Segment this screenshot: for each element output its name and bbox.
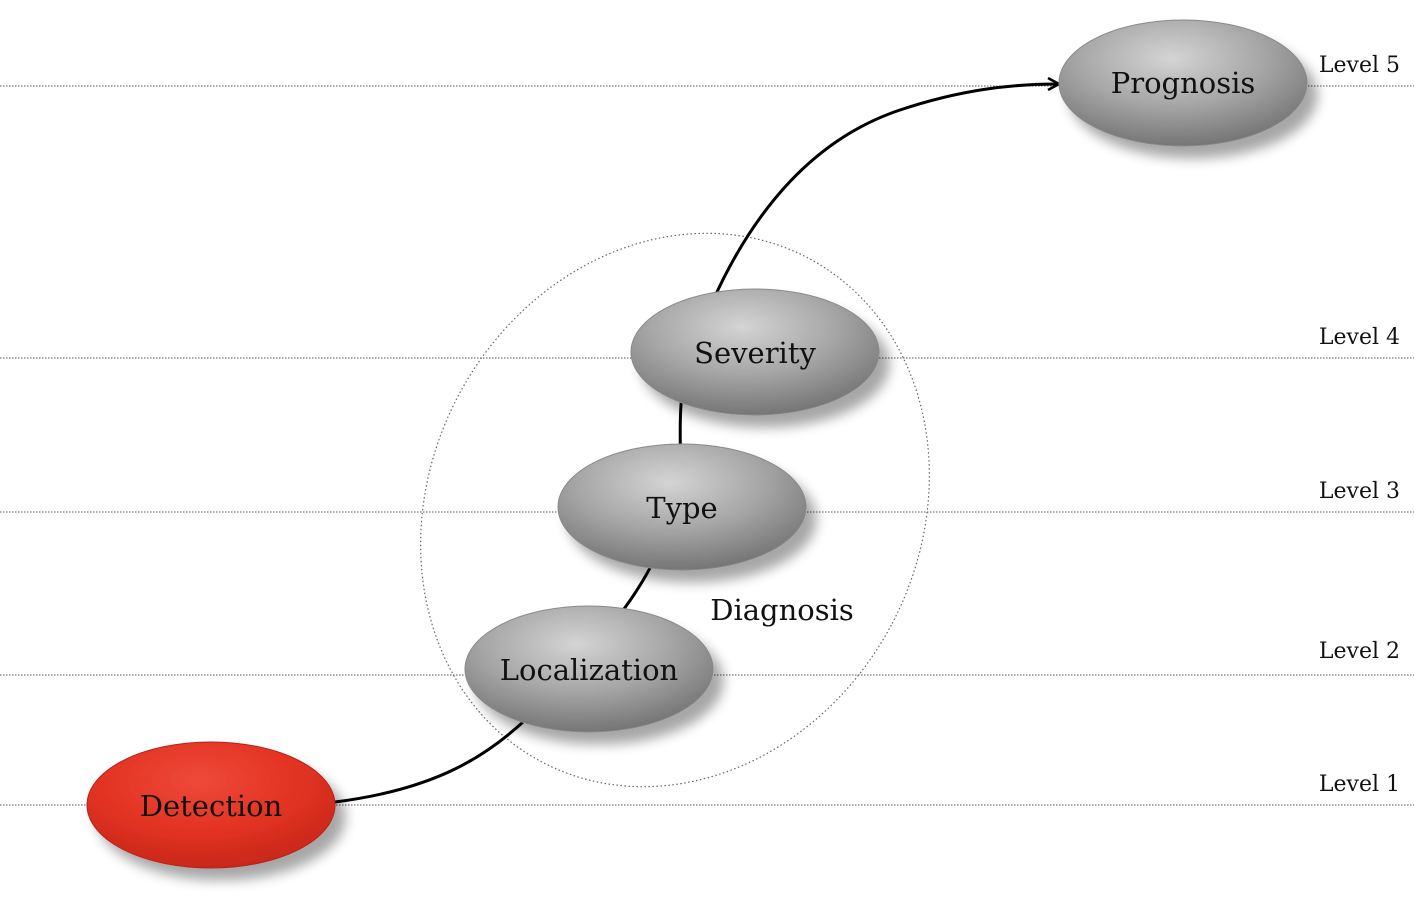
prognosis-label: Prognosis [1111, 66, 1256, 100]
severity-label: Severity [694, 336, 816, 370]
prognosis-node [1058, 19, 1308, 147]
progression-connector [334, 84, 1058, 804]
level-5-label: Level 5 [1319, 53, 1400, 78]
level-3-label: Level 3 [1319, 479, 1400, 504]
diagnosis-group-ellipse [420, 232, 930, 788]
diagnosis-group-label: Diagnosis [710, 593, 854, 627]
type-node [557, 443, 807, 571]
localization-label: Localization [500, 653, 678, 687]
type-label: Type [646, 491, 717, 525]
level-4-label: Level 4 [1319, 325, 1400, 350]
level-1-label: Level 1 [1319, 772, 1400, 797]
detection-node [86, 741, 336, 869]
localization-node [464, 605, 714, 733]
detection-label: Detection [140, 789, 283, 823]
severity-node [630, 288, 880, 416]
level-2-label: Level 2 [1319, 639, 1400, 664]
